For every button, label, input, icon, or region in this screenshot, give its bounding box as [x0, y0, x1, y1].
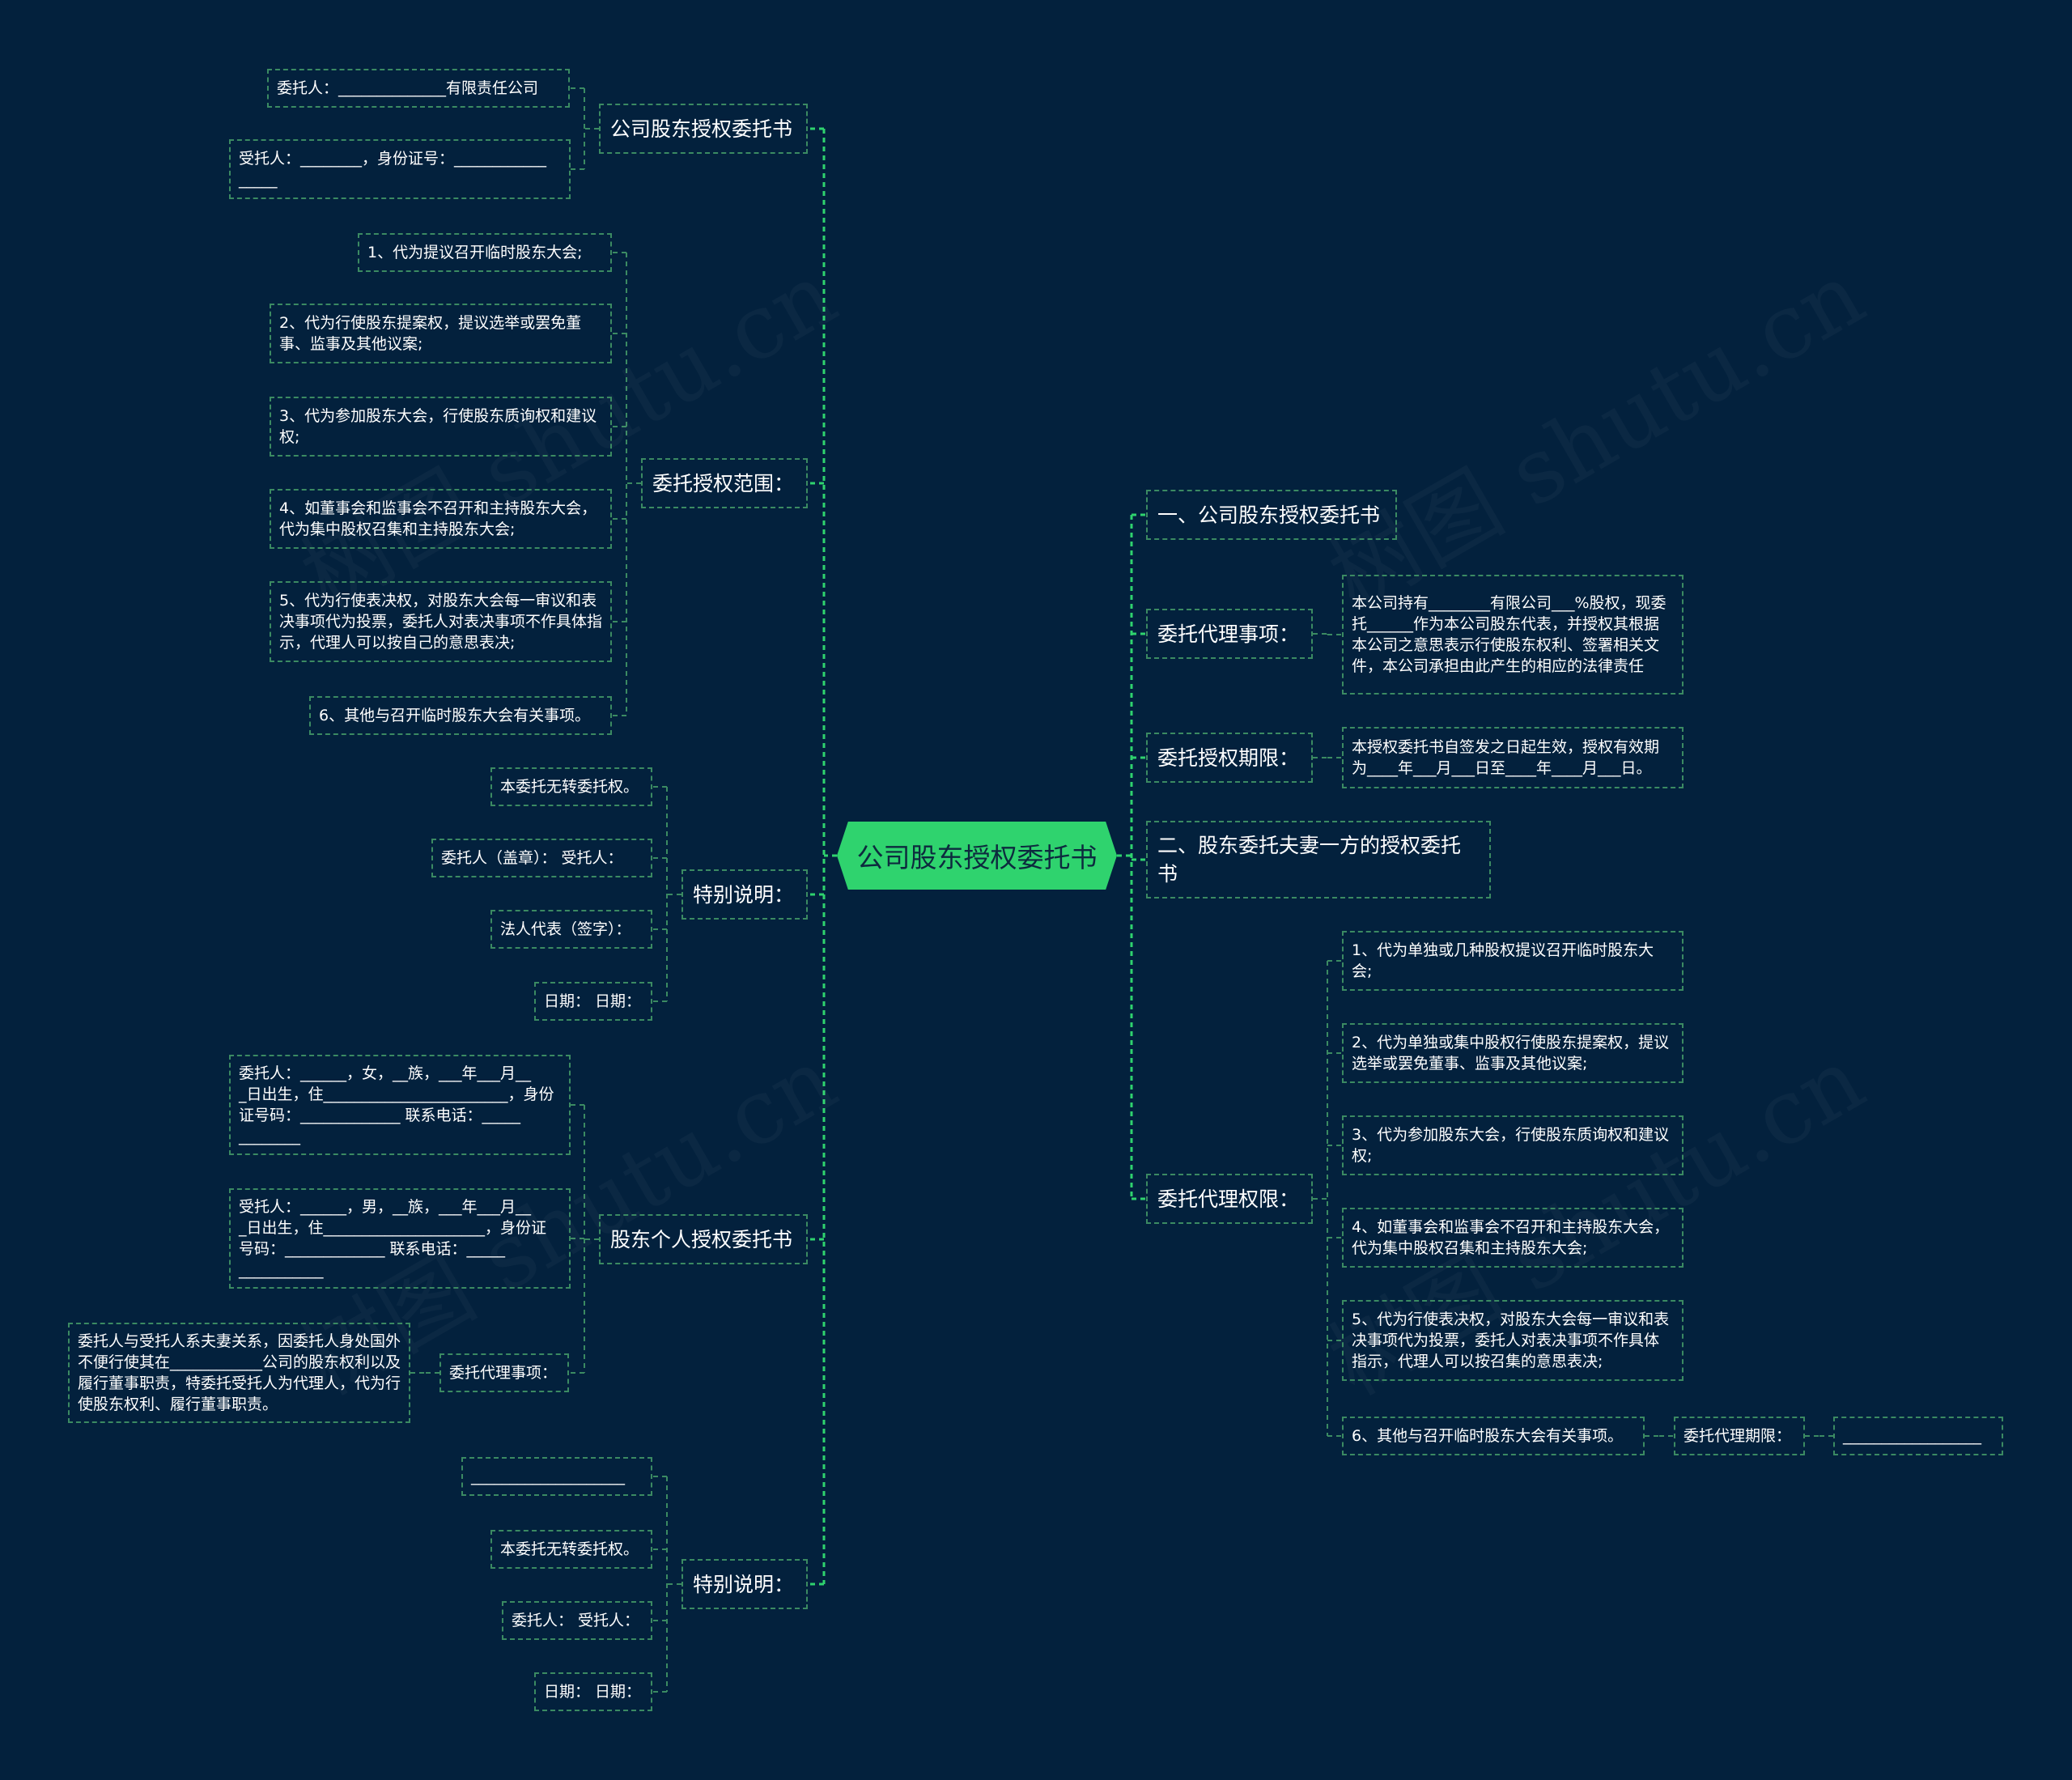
leaf-principal[interactable]: 委托人：______________有限责任公司 — [267, 69, 570, 108]
leaf-authorization-period-detail[interactable]: 本授权委托书自签发之日起生效，授权有效期为____年___月___日至____年… — [1342, 727, 1684, 788]
leaf-agent[interactable]: 受托人：________，身份证号：____________ _____ — [229, 139, 571, 199]
leaf-limit-6[interactable]: 6、其他与召开临时股东大会有关事项。 — [1342, 1417, 1645, 1455]
leaf-personal-matters-detail[interactable]: 委托人与受托人系夫妻关系，因委托人身处国外不便行使其在____________公… — [68, 1323, 410, 1423]
branch-section-1[interactable]: 一、公司股东授权委托书 — [1146, 490, 1397, 540]
branch-company-book[interactable]: 公司股东授权委托书 — [599, 104, 808, 154]
branch-authorization-scope[interactable]: 委托授权范围： — [641, 458, 808, 508]
leaf-personal-agent[interactable]: 受托人：______，男，__族，___年___月__ _日出生，住______… — [229, 1188, 571, 1289]
root-node[interactable]: 公司股东授权委托书 — [837, 822, 1117, 890]
leaf-scope-2[interactable]: 2、代为行使股东提案权，提议选举或罢免董事、监事及其他议案; — [270, 304, 612, 363]
leaf-note2-signatures[interactable]: 委托人： 受托人： — [502, 1601, 652, 1640]
leaf-agency-matters-detail[interactable]: 本公司持有________有限公司___%股权，现委托______作为本公司股东… — [1342, 575, 1684, 695]
leaf-note-no-transfer[interactable]: 本委托无转委托权。 — [490, 767, 652, 806]
leaf-note2-dates[interactable]: 日期： 日期： — [534, 1672, 652, 1711]
leaf-note-dates[interactable]: 日期： 日期： — [534, 982, 652, 1021]
leaf-scope-6[interactable]: 6、其他与召开临时股东大会有关事项。 — [309, 696, 612, 735]
leaf-agency-period-label[interactable]: 委托代理期限： — [1674, 1417, 1805, 1455]
leaf-scope-4[interactable]: 4、如董事会和监事会不召开和主持股东大会，代为集中股权召集和主持股东大会; — [270, 489, 612, 549]
branch-agency-limits[interactable]: 委托代理权限： — [1146, 1174, 1313, 1224]
leaf-scope-1[interactable]: 1、代为提议召开临时股东大会; — [358, 233, 612, 272]
branch-agency-matters[interactable]: 委托代理事项： — [1146, 609, 1313, 659]
leaf-agency-period-value[interactable]: __________________ — [1833, 1417, 2003, 1455]
leaf-limit-3[interactable]: 3、代为参加股东大会，行使股东质询权和建议权; — [1342, 1115, 1684, 1175]
leaf-scope-3[interactable]: 3、代为参加股东大会，行使股东质询权和建议权; — [270, 397, 612, 457]
leaf-limit-2[interactable]: 2、代为单独或集中股权行使股东提案权，提议选举或罢免董事、监事及其他议案; — [1342, 1023, 1684, 1083]
branch-section-2[interactable]: 二、股东委托夫妻一方的授权委托书 — [1146, 821, 1491, 898]
branch-authorization-period[interactable]: 委托授权期限： — [1146, 733, 1313, 783]
leaf-note-legal-rep[interactable]: 法人代表（签字）： — [490, 910, 652, 949]
leaf-limit-5[interactable]: 5、代为行使表决权，对股东大会每一审议和表决事项代为投票，委托人对表决事项不作具… — [1342, 1300, 1684, 1381]
branch-special-notes-1[interactable]: 特别说明： — [681, 869, 808, 920]
leaf-scope-5[interactable]: 5、代为行使表决权，对股东大会每一审议和表决事项代为投票，委托人对表决事项不作具… — [270, 581, 612, 662]
leaf-limit-1[interactable]: 1、代为单独或几种股权提议召开临时股东大会; — [1342, 931, 1684, 991]
leaf-personal-matters[interactable]: 委托代理事项： — [439, 1353, 569, 1392]
leaf-personal-principal[interactable]: 委托人：______，女，__族，___年___月__ _日出生，住______… — [229, 1055, 571, 1155]
leaf-note2-no-transfer[interactable]: 本委托无转委托权。 — [490, 1530, 652, 1569]
branch-special-notes-2[interactable]: 特别说明： — [681, 1559, 808, 1609]
leaf-note-signatures[interactable]: 委托人（盖章）： 受托人： — [431, 839, 652, 877]
branch-personal-book[interactable]: 股东个人授权委托书 — [599, 1214, 808, 1264]
leaf-note2-blank[interactable]: ____________________ — [461, 1457, 652, 1496]
leaf-limit-4[interactable]: 4、如董事会和监事会不召开和主持股东大会，代为集中股权召集和主持股东大会; — [1342, 1208, 1684, 1268]
